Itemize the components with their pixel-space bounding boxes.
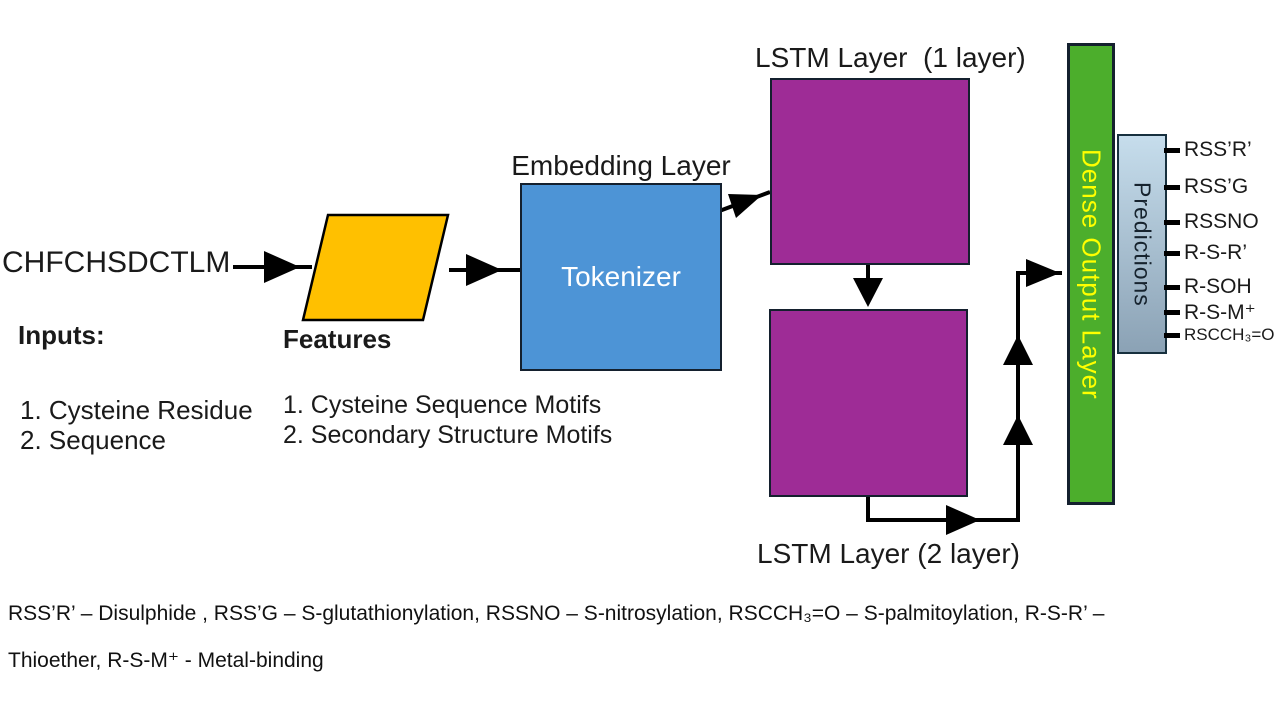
prediction-tick [1164,184,1180,190]
inputs-list: 1. Cysteine Residue 2. Sequence [20,395,253,455]
prediction-row: R-S-R’ [1164,241,1247,265]
prediction-row: R-SOH [1164,275,1252,299]
caption-line-2: Thioether, R-S-M⁺ - Metal-binding [8,649,324,672]
arrow-features-tokenizer-head [466,254,502,286]
lstm-layer2-title: LSTM Layer (2 layer) [757,538,1020,569]
arrow-lstm2-dense-head-up2 [1003,335,1033,365]
prediction-tick [1164,219,1180,225]
prediction-label: RSSNO [1184,210,1259,233]
inputs-list-item: 1. Cysteine Residue [20,395,253,425]
arrow-into-dense-head [1026,259,1060,287]
predictions-box: Predictions [1117,134,1167,354]
prediction-label: RSS’R’ [1184,138,1252,161]
arrow-lstm2-dense-head-right [946,505,980,535]
lstm-layer1-box [770,78,970,265]
arrow-tokenizer-lstm1-line [713,190,771,215]
arrow-lstm2-dense-head-up1 [1003,415,1033,445]
prediction-label: RSS’G [1184,175,1249,198]
prediction-tick [1164,284,1180,290]
prediction-label: R-S-M⁺ [1184,301,1256,324]
embedding-layer-title: Embedding Layer [511,150,731,181]
tokenizer-box: Tokenizer [520,183,722,371]
arrow-tokenizer-lstm1-head [728,194,762,218]
dense-output-layer-box: Dense Output Layer [1067,43,1115,505]
features-list-item: 2. Secondary Structure Motifs [283,421,613,449]
prediction-tick [1164,310,1180,315]
input-sequence: CHFCHSDCTLM [2,246,231,279]
caption-line-1: RSS’R’ – Disulphide , RSS’G – S-glutathi… [8,602,1105,625]
features-label: Features [283,324,392,354]
dense-output-layer-label: Dense Output Layer [1076,148,1107,400]
prediction-tick [1164,332,1180,338]
features-list: 1. Cysteine Sequence Motifs 2. Secondary… [283,390,612,450]
lstm-layer1-title: LSTM Layer (1 layer) [755,42,1026,73]
prediction-label: R-S-R’ [1184,241,1247,264]
inputs-heading: Inputs: [18,320,105,350]
prediction-label: RSCCH₃=O [1184,325,1275,344]
predictions-label: Predictions [1129,181,1156,307]
prediction-row: RSS’G [1164,175,1248,199]
prediction-row: RSS’R’ [1164,138,1252,162]
tokenizer-label: Tokenizer [561,261,681,292]
arrow-lstm1-lstm2-head [853,278,883,307]
inputs-list-item: 2. Sequence [20,425,167,455]
prediction-label: R-SOH [1184,275,1252,298]
prediction-tick [1164,147,1180,153]
prediction-tick [1164,250,1180,256]
prediction-row: R-S-M⁺ [1164,300,1256,325]
features-list-item: 1. Cysteine Sequence Motifs [283,391,602,419]
prediction-row: RSSNO [1164,210,1259,234]
prediction-row: RSCCH₃=O [1164,325,1275,345]
features-parallelogram [301,213,450,322]
lstm-layer2-box [769,309,968,497]
arrow-input-head [264,251,300,283]
